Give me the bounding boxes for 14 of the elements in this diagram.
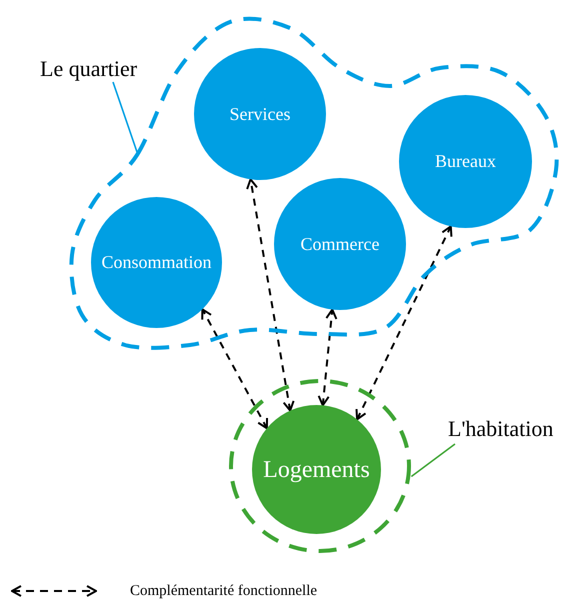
legend-label: Complémentarité fonctionnelle — [130, 582, 318, 599]
arrow — [356, 225, 452, 420]
node-label: Bureaux — [435, 150, 496, 173]
arrow — [201, 308, 268, 430]
leader-line — [410, 443, 456, 478]
leader-line — [112, 82, 138, 152]
arrow — [318, 308, 338, 406]
callout-label: L'habitation — [448, 414, 582, 444]
arrow — [246, 178, 295, 412]
node-label: Services — [230, 102, 290, 126]
node-label: Commerce — [300, 232, 380, 256]
callout-label: Le quartier — [40, 54, 166, 84]
node-label: Consommation — [101, 251, 212, 274]
node-label: Logements — [263, 456, 370, 484]
